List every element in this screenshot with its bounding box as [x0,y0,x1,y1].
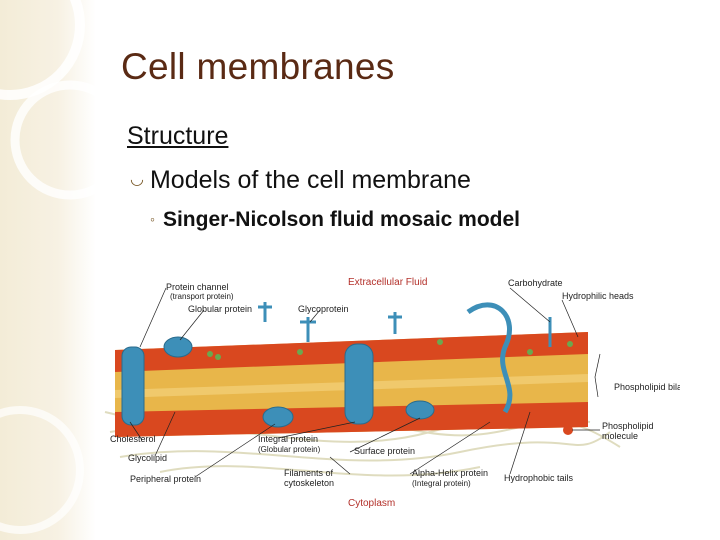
integral-protein-label: Integral protein [258,434,318,444]
decorative-circles [0,0,96,540]
section-heading: Structure [127,122,228,151]
bullet-marker-icon: ◦ [150,211,155,227]
integral-protein [345,344,373,424]
bullet-marker-icon: ◡ [130,171,144,188]
surface-protein [406,401,434,419]
bullet-level-1: ◡ Models of the cell membrane [130,166,471,195]
extracellular-label: Extracellular Fluid [348,277,427,288]
carbohydrate-label: Carbohydrate [508,278,563,288]
decorative-side-strip [0,0,96,540]
peripheral-protein [263,407,293,427]
globular-protein-label: Globular protein [188,304,252,314]
glycolipid-label: Glycolipid [128,453,167,463]
filaments-label-1: Filaments of [284,468,334,478]
alpha-helix-label: Alpha-Helix protein [412,468,488,478]
protein-channel-label: Protein channel [166,282,229,292]
globular-protein [164,337,192,357]
protein-channel [122,347,144,425]
phospholipid-molecule-label-2: molecule [602,431,638,441]
hydrophobic-tails-label: Hydrophobic tails [504,473,574,483]
bullet-level-1-text: Models of the cell membrane [150,166,471,194]
alpha-helix-sub-label: (Integral protein) [412,479,471,488]
cytoplasm-label: Cytoplasm [348,498,395,509]
bullet-level-2: ◦ Singer-Nicolson fluid mosaic model [150,208,520,232]
filaments-label-2: cytoskeleton [284,478,334,488]
peripheral-protein-label: Peripheral protein [130,474,201,484]
cell-membrane-diagram: Extracellular Fluid Protein channel (tra… [100,262,680,517]
surface-protein-label: Surface protein [354,446,415,456]
hydrophilic-heads-label: Hydrophilic heads [562,291,634,301]
bullet-level-2-text: Singer-Nicolson fluid mosaic model [163,208,520,231]
phospholipid-molecule-label-1: Phospholipid [602,421,654,431]
protein-channel-sub-label: (transport protein) [170,292,234,301]
glycoprotein-label: Glycoprotein [298,304,349,314]
slide-title: Cell membranes [121,46,395,88]
phospholipid-molecule-marker [563,425,573,435]
cholesterol-label: Cholesterol [110,434,156,444]
phospholipid-bilayer-label: Phospholipid bilayer [614,382,680,392]
integral-protein-sub-label: (Globular protein) [258,445,321,454]
